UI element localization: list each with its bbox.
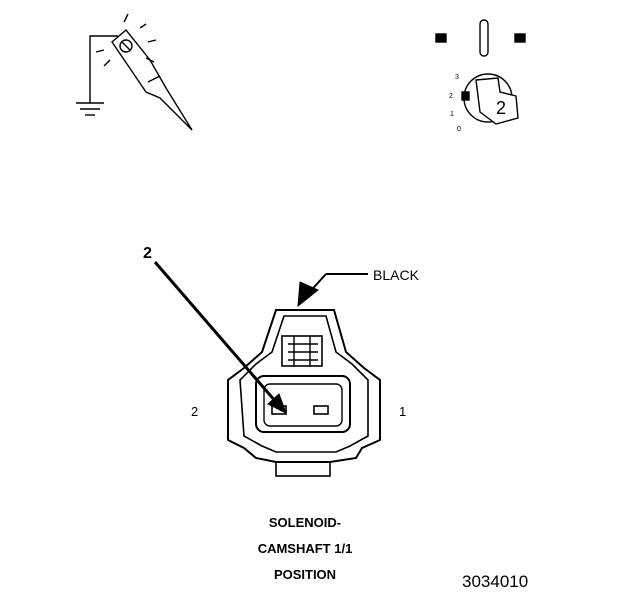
callout-leader-arrow [153,261,287,415]
dial-setting: 2 [496,98,507,118]
dial-mark-1: 1 [450,111,454,118]
dial-mark-3: 3 [455,74,459,81]
multimeter-dial-icon [435,19,526,125]
wire-color-leader [297,273,368,308]
dial-mark-2: 2 [449,93,453,100]
callout-number: 2 [143,245,152,262]
pin-number-left: 2 [191,404,199,419]
pin-number-right: 1 [399,404,407,419]
figure-number: 3034010 [462,572,529,591]
component-caption: SOLENOID- CAMSHAFT 1/1 POSITION [220,510,390,588]
wire-color-label: BLACK [373,267,419,283]
connector-face-view [227,309,381,477]
ground-probe-icon [76,13,193,131]
caption-line-1: SOLENOID- [268,515,342,530]
caption-line-2: CAMSHAFT 1/1 [257,541,353,556]
caption-line-3: POSITION [273,567,337,582]
dial-mark-0: 0 [457,126,461,133]
